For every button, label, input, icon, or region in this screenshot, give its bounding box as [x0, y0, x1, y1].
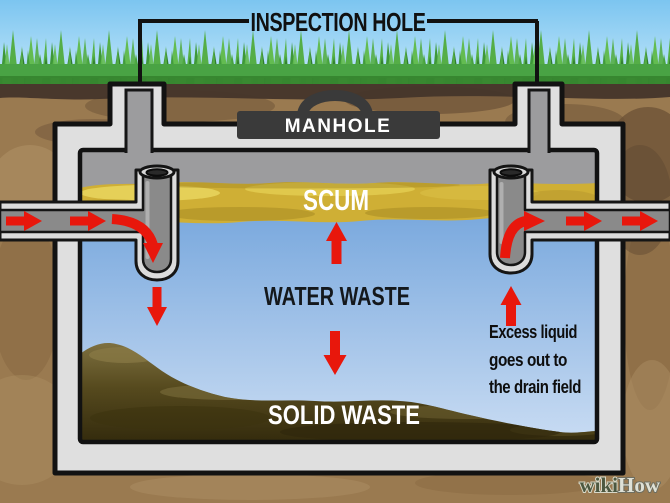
excess-note-line-2: goes out to	[489, 350, 567, 370]
excess-liquid-note: Excess liquid goes out to the drain fiel…	[489, 322, 582, 397]
manhole-cover: MANHOLE	[237, 90, 440, 139]
dirt-blotch	[622, 360, 670, 490]
pipe-highlight	[499, 182, 504, 244]
right-riser-channel	[527, 88, 551, 153]
watermark-how: How	[618, 473, 661, 497]
dirt-blotch	[0, 220, 60, 380]
flow-arrows	[6, 211, 658, 375]
water-waste-label: WATER WASTE	[264, 281, 410, 311]
wikihow-watermark: wikiHow	[579, 473, 660, 497]
grass-base-shadow	[0, 76, 670, 84]
outlet-flow-arrow-1-icon	[566, 211, 602, 231]
dirt-blotch	[624, 210, 670, 410]
manhole-label: MANHOLE	[285, 116, 392, 137]
manhole-lid	[237, 111, 440, 139]
inspection-hole-label: INSPECTION HOLE	[251, 7, 426, 37]
manhole-handle-icon	[297, 90, 373, 118]
outlet-elbow-arrow-icon	[500, 216, 528, 259]
left-riser-channel	[124, 88, 154, 153]
inspection-hole-callout: INSPECTION HOLE	[138, 7, 539, 90]
watermark-wiki: wiki	[579, 473, 618, 497]
tank-interior-outline	[77, 147, 600, 445]
scum-shade	[165, 207, 315, 221]
sludge-shadow	[280, 422, 560, 442]
outlet-flow-arrow-2-icon	[622, 211, 658, 231]
scum-up-arrow-icon	[326, 222, 347, 264]
settling-down-arrow-icon	[147, 287, 167, 326]
scum-shade	[140, 182, 460, 189]
dirt-blotch	[130, 474, 370, 500]
inlet-flow-arrow-1-icon	[6, 211, 42, 231]
inlet-tee-mouth	[145, 168, 169, 177]
inlet-elbow-arrow-icon	[111, 214, 158, 247]
dirt-blotch	[415, 471, 605, 495]
inlet-flow-arrow-2-icon	[70, 211, 106, 231]
excess-note-line-1: Excess liquid	[489, 322, 577, 342]
solid-waste-label: SOLID WASTE	[268, 400, 420, 430]
inlet-elbow-arrowhead-icon	[143, 243, 163, 263]
scum-shade	[365, 207, 495, 219]
grass-base-band	[0, 64, 670, 78]
outlet-elbow-arrowhead-icon	[524, 211, 545, 231]
grass	[0, 28, 670, 84]
sludge-shadow	[90, 406, 270, 430]
solids-down-arrow-icon	[323, 331, 347, 375]
excess-liquid-up-arrow-icon	[500, 286, 522, 326]
outlet-tee-mouth	[499, 168, 523, 177]
inspection-hole-bracket	[138, 19, 539, 90]
excess-note-line-3: the drain field	[489, 377, 581, 397]
scum-label: SCUM	[303, 185, 369, 217]
